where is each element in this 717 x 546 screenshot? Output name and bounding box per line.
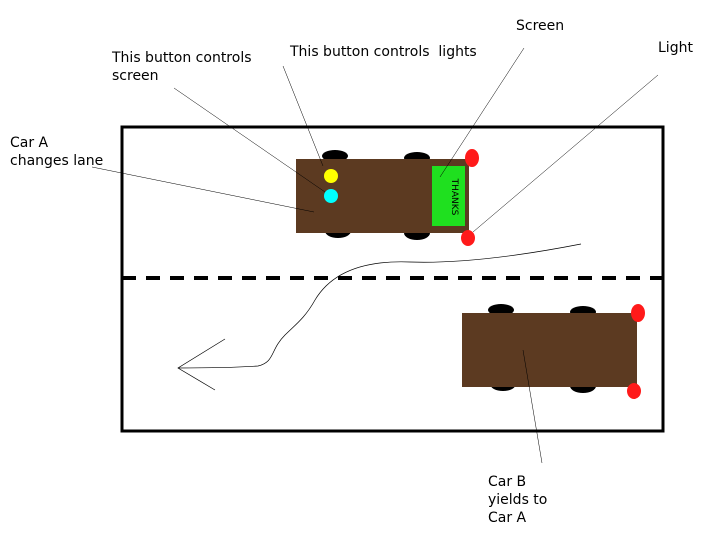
leader-line-car-b xyxy=(522,349,543,464)
leader-line-lights-button xyxy=(282,65,324,167)
car-b-light xyxy=(627,383,641,399)
screen-button xyxy=(324,189,338,203)
car-b xyxy=(462,304,645,399)
lights-button xyxy=(324,169,338,183)
car-a: THANKS xyxy=(296,149,479,246)
label-light: Light xyxy=(658,40,693,56)
label-screen-button: This button controls screen xyxy=(111,50,256,84)
leader-line-screen-button xyxy=(173,87,326,193)
car-b-light xyxy=(631,304,645,322)
car-a-light xyxy=(465,149,479,167)
label-screen: Screen xyxy=(516,18,564,34)
car-b-body xyxy=(462,313,637,387)
car-a-screen xyxy=(432,166,465,226)
leader-line-car-a xyxy=(91,166,315,213)
car-a-light xyxy=(461,230,475,246)
screen-text: THANKS xyxy=(449,178,459,216)
label-car-a: Car A changes lane xyxy=(10,135,103,169)
lane-change-path xyxy=(177,243,582,369)
leader-line-screen xyxy=(439,47,525,178)
label-lights-button: This button controls lights xyxy=(289,44,477,60)
label-car-b: Car B yields to Car A xyxy=(488,474,552,526)
arrow-head xyxy=(177,338,226,391)
leader-line-light xyxy=(472,74,659,233)
leader-lines xyxy=(91,47,659,464)
